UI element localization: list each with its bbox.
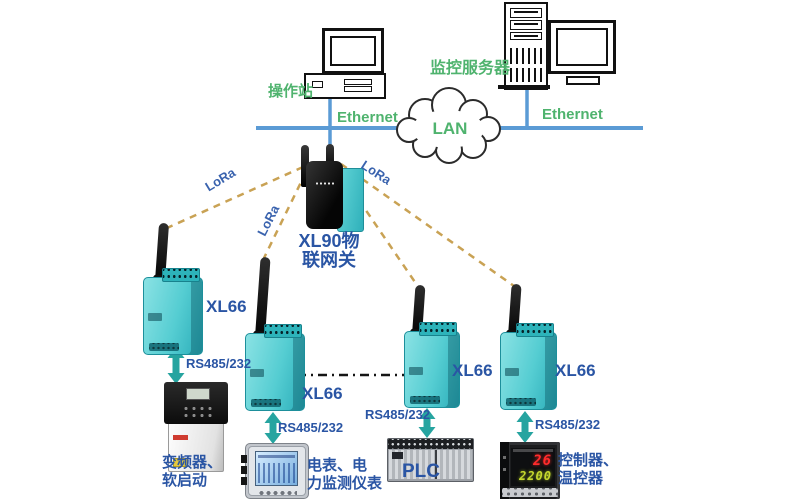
temperature-controller-icon: 26 2200: [500, 442, 560, 499]
plc-terminal-strip: [388, 439, 473, 449]
inverter-device-icon: [152, 380, 240, 472]
floppy-slot: [344, 86, 372, 92]
plc-logo: [392, 452, 403, 459]
gateway-antenna-icon: [326, 144, 334, 174]
lan-label: LAN: [432, 119, 468, 138]
vfd-warning-label: [173, 458, 188, 467]
server-monitor-icon: [548, 20, 616, 74]
temperature-controller-label-line2: 温控器: [558, 470, 604, 487]
rs485-label-1: RS485/232: [186, 356, 252, 371]
power-meter-icon: [241, 443, 309, 499]
tctl-header: [513, 449, 553, 452]
plc-device-icon: [387, 438, 474, 482]
monitoring-server-icon: [498, 2, 620, 94]
power-meter-label-line2: 力监测仪表: [307, 475, 383, 492]
terminal-block: [264, 324, 302, 338]
tctl-sv-readout: 2200: [519, 469, 552, 483]
gateway-label-line2: 联网关: [302, 250, 356, 270]
server-monitor-base: [566, 76, 600, 85]
tctl-side-panel: [500, 442, 510, 499]
desktop-case-icon: [304, 73, 386, 99]
meter-buttons: [257, 489, 297, 495]
inverter-label: 变频器、 软启动: [162, 454, 222, 490]
terminal-block: [516, 323, 554, 337]
monitor-screen: [330, 36, 376, 66]
server-monitor-screen: [556, 28, 608, 66]
monitor-icon: [322, 28, 384, 74]
terminal-block: [419, 322, 457, 336]
gateway-label: XL90物 联网关: [293, 232, 365, 270]
terminal-block: [162, 268, 200, 282]
terminal-block: [149, 343, 179, 351]
lora-label: LoRa: [202, 164, 239, 195]
inverter-label-line1: 变频器、: [162, 454, 223, 471]
meter-lcd: [255, 451, 298, 486]
xl66-label-4: XL66: [555, 361, 596, 380]
plc-divider: [434, 450, 437, 479]
xl66-tag: [505, 368, 519, 376]
monitoring-server-label: 监控服务器: [430, 60, 511, 77]
xl66-label-3: XL66: [452, 361, 493, 380]
server-tower-icon: [504, 2, 548, 90]
operator-station-icon: [300, 26, 392, 102]
meter-connector: [241, 455, 247, 485]
floppy-slot: [344, 79, 372, 85]
xl66-tag: [148, 313, 162, 321]
temperature-controller-label-line1: 控制器、: [558, 452, 619, 469]
terminal-block: [410, 396, 440, 404]
gateway-leds: [315, 181, 335, 186]
power-meter-label: 电表、电 力监测仪表: [307, 457, 382, 493]
vfd-keypad-panel: [164, 382, 228, 424]
rs485-label-2: RS485/232: [278, 420, 344, 435]
tctl-face: 26 2200: [511, 448, 555, 486]
tctl-buttons: [502, 488, 558, 497]
gateway-icon: [306, 161, 343, 229]
temperature-controller-label: 控制器、 温控器: [558, 452, 618, 488]
xl66-tag: [250, 369, 264, 377]
rs485-label-4: RS485/232: [535, 417, 601, 432]
xl66-module-3: [404, 284, 460, 408]
vfd-keys: [180, 403, 216, 419]
terminal-block: [251, 399, 281, 407]
terminal-block: [506, 398, 536, 406]
plc-label: PLC: [402, 461, 440, 482]
xl66-module-4: [500, 283, 557, 410]
tctl-pv-readout: 26: [533, 453, 552, 469]
xl66-tag: [409, 367, 423, 375]
vfd-display: [186, 388, 210, 400]
power-meter-label-line1: 电表、电: [307, 457, 368, 474]
xl66-module-1: [143, 222, 203, 355]
server-base: [498, 85, 550, 89]
operator-station-label: 操作站: [268, 83, 314, 100]
ethernet-left-label: Ethernet: [337, 109, 398, 126]
inverter-label-line2: 软启动: [162, 472, 208, 489]
rs485-label-3: RS485/232: [365, 407, 431, 422]
ethernet-right-label: Ethernet: [542, 106, 603, 123]
lora-label: LoRa: [254, 202, 283, 239]
xl66-label-1: XL66: [206, 297, 247, 316]
case-button: [312, 81, 323, 88]
xl66-module-2: [245, 256, 305, 411]
gateway-label-line1: XL90物: [298, 231, 360, 251]
xl66-label-2: XL66: [302, 384, 343, 403]
plc-label-line1: PLC: [402, 461, 440, 482]
vfd-brand: [173, 435, 188, 440]
gateway-antenna-icon: [301, 145, 309, 187]
